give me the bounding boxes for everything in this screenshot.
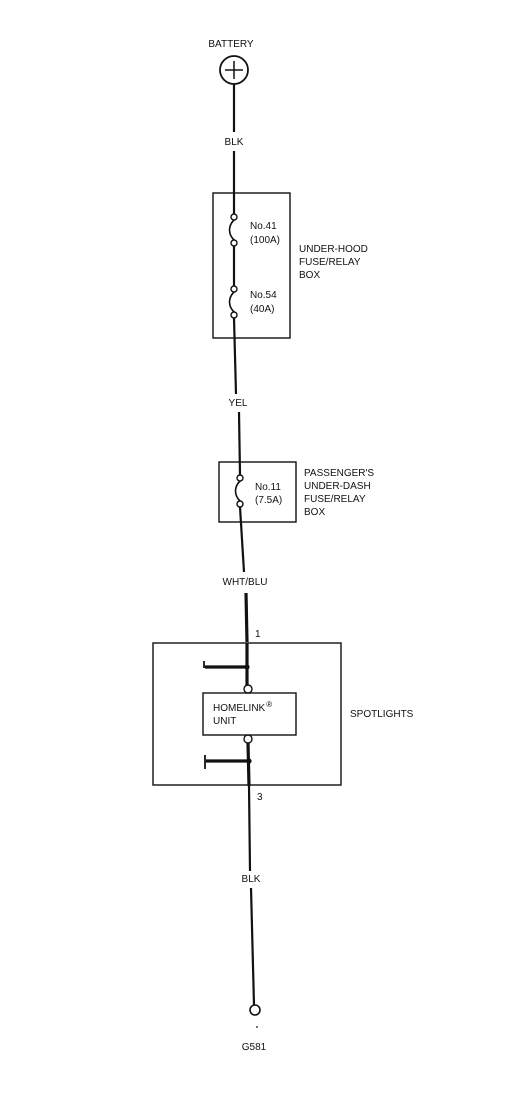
passenger-fuse-box	[218, 461, 297, 523]
homelink-unit-label-2: UNIT	[213, 716, 236, 727]
passenger-box-label-1: PASSENGER'S	[304, 468, 374, 479]
fuse-no11-rating: (7.5A)	[255, 495, 282, 506]
wire-whtblu-lower	[244, 592, 249, 643]
homelink-unit	[202, 692, 297, 736]
wire-label-whtblu: WHT/BLU	[223, 577, 268, 588]
passenger-box-label-3: FUSE/RELAY	[304, 494, 366, 505]
wire-label-yel: YEL	[229, 398, 248, 409]
underhood-box-label-2: FUSE/RELAY	[299, 257, 361, 268]
underhood-box-label-1: UNDER-HOOD	[299, 244, 368, 255]
fuse-no41	[228, 213, 238, 247]
fuse-no41-name: No.41	[250, 221, 277, 232]
passenger-box-label-2: UNDER-DASH	[304, 481, 371, 492]
wire-label-blk-top: BLK	[225, 137, 244, 148]
wire-label-blk-bottom: BLK	[242, 874, 261, 885]
wire-blk-bottom-upper	[247, 785, 252, 872]
underhood-fuse-box	[212, 192, 291, 339]
wire-whtblu-upper	[238, 506, 246, 573]
battery-label: BATTERY	[208, 39, 254, 50]
wire-yel-lower	[237, 411, 242, 476]
fuse-no11	[234, 474, 244, 508]
spotlight-wire-lower	[246, 742, 251, 787]
spotlights-label: SPOTLIGHTS	[350, 709, 414, 720]
ground-mark	[256, 1026, 258, 1028]
ground-terminal	[249, 1004, 261, 1016]
passenger-box-label-4: BOX	[304, 507, 325, 518]
battery-symbol	[219, 55, 249, 85]
spotlight-switch-lower	[204, 755, 252, 769]
fuse-no54	[228, 285, 238, 319]
wire-yel-upper	[232, 317, 238, 395]
unit-terminal-bottom	[243, 734, 253, 744]
ground-label: G581	[242, 1042, 267, 1053]
homelink-unit-label-1: HOMELINK®	[213, 700, 272, 714]
fuse-no54-name: No.54	[250, 290, 277, 301]
pin-label-3: 3	[257, 792, 263, 803]
fuse-no11-name: No.11	[255, 482, 281, 493]
pin-label-1: 1	[255, 629, 261, 640]
fuse-no41-rating: (100A)	[250, 235, 280, 246]
fuse-no54-rating: (40A)	[250, 304, 274, 315]
unit-terminal-top	[243, 684, 253, 694]
underhood-box-label-3: BOX	[299, 270, 320, 281]
wire-blk-bottom-lower	[249, 887, 256, 1006]
spotlight-switch-upper	[203, 661, 250, 670]
